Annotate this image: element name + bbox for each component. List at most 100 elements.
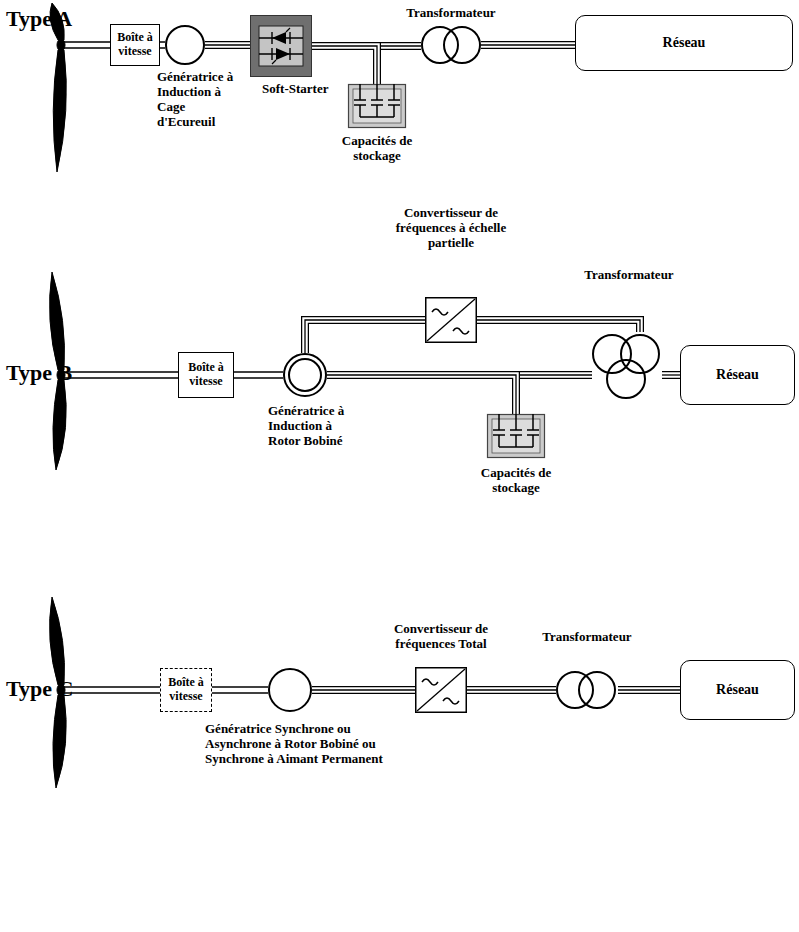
- line-gap: [618, 687, 680, 693]
- line-outer: [234, 371, 283, 379]
- blade: [53, 380, 66, 470]
- line-gap: [160, 43, 165, 48]
- three-phase-line: [327, 375, 516, 414]
- capacitor-bank-outline: [348, 84, 406, 128]
- blade: [53, 50, 66, 172]
- shaft-connector: [160, 45, 165, 46]
- line-center: [312, 689, 415, 690]
- generator-circle: Génératrice Synchrone ou Asynchrone à Ro…: [268, 668, 312, 712]
- line-gap: [212, 688, 268, 693]
- line-outer: [305, 320, 425, 353]
- node-caption: Transformateur: [396, 6, 506, 21]
- line-outer: [477, 320, 640, 332]
- blade: [50, 597, 65, 685]
- three-phase-line: [618, 690, 680, 691]
- three-phase-line: [312, 690, 415, 691]
- generator-circle-outline: [283, 353, 327, 397]
- soft-starter-outline: [250, 15, 312, 77]
- line-center: [205, 44, 250, 45]
- three-phase-line: [305, 320, 425, 353]
- three-phase-line: [467, 690, 556, 691]
- line-center: [662, 374, 680, 375]
- line-outer: [481, 41, 575, 49]
- node-text: Réseau: [579, 35, 789, 51]
- line-outer: [327, 375, 516, 414]
- converter-box-outline: [415, 667, 467, 713]
- transformer-symbol: Transformateur: [421, 26, 481, 64]
- three-phase-line: [477, 320, 640, 332]
- transformer-symbol: Transformateur: [592, 332, 662, 402]
- grid-box: Réseau: [575, 15, 793, 71]
- line-gap: [477, 320, 640, 332]
- line-gap: [481, 42, 575, 48]
- line-center: [477, 320, 640, 332]
- shaft: [64, 42, 110, 48]
- line-outer: [205, 41, 250, 49]
- soft-starter: Soft-Starter: [250, 15, 312, 77]
- converter-box: Convertisseur de fréquences Total: [415, 667, 467, 713]
- grid-box: Réseau: [680, 345, 795, 405]
- node-caption: Transformateur: [574, 268, 684, 283]
- node-text: Boîte à vitesse: [114, 31, 156, 59]
- line-gap: [662, 372, 680, 378]
- generator-circle: Génératrice à Induction à Rotor Bobiné: [283, 353, 327, 397]
- generator-circle: Génératrice à Induction à Cage d'Ecureui…: [165, 25, 205, 65]
- type-label: Type B: [6, 360, 72, 386]
- line-center: [327, 375, 516, 414]
- node-caption: Convertisseur de fréquences Total: [376, 622, 506, 652]
- line-gap: [234, 373, 283, 378]
- line-outer: [312, 686, 415, 694]
- line-center: [481, 44, 575, 45]
- blade: [53, 695, 66, 788]
- gearbox-box: Boîte à vitesse: [160, 668, 212, 712]
- node-text: Boîte à vitesse: [182, 361, 230, 389]
- node-text: Réseau: [684, 682, 791, 698]
- converter-box: Convertisseur de fréquences à échelle pa…: [425, 297, 477, 343]
- node-caption: Génératrice à Induction à Rotor Bobiné: [268, 404, 348, 449]
- converter-box-outline: [425, 297, 477, 343]
- shaft: [64, 687, 160, 693]
- transformer-symbol: Transformateur: [556, 671, 618, 709]
- node-text: Réseau: [684, 367, 791, 383]
- shaft-connector: [212, 690, 268, 691]
- line-gap: [205, 42, 250, 48]
- node-caption: Génératrice Synchrone ou Asynchrone à Ro…: [205, 722, 405, 767]
- line-gap: [305, 320, 425, 353]
- three-phase-line: [662, 375, 680, 376]
- line-outer: [160, 41, 165, 49]
- transformer-symbol-outline: [556, 671, 618, 709]
- gearbox-box: Boîte à vitesse: [178, 352, 234, 398]
- line-gap: [467, 687, 556, 693]
- line-outer: [467, 686, 556, 694]
- three-phase-line: [312, 46, 377, 84]
- line-center: [467, 689, 556, 690]
- line-center: [312, 46, 377, 84]
- capacitor-bank-outline: [487, 414, 545, 458]
- generator-circle-outline: [165, 25, 205, 65]
- node-caption: Capacités de stockage: [461, 466, 571, 496]
- blade: [50, 272, 65, 370]
- line-outer: [312, 46, 377, 84]
- line-outer: [618, 686, 680, 694]
- node-caption: Convertisseur de fréquences à échelle pa…: [378, 206, 524, 251]
- hub: [57, 39, 65, 51]
- grid-box: Réseau: [680, 660, 795, 720]
- transformer-symbol-outline: [421, 26, 481, 64]
- transformer-symbol-outline: [592, 332, 662, 402]
- line-gap: [312, 687, 415, 693]
- shaft-connector: [234, 375, 283, 376]
- type-label: Type C: [6, 676, 73, 702]
- node-caption: Génératrice à Induction à Cage d'Ecureui…: [157, 70, 239, 130]
- gearbox-box: Boîte à vitesse: [110, 24, 160, 66]
- shaft: [64, 372, 178, 378]
- node-caption: Transformateur: [532, 630, 642, 645]
- line-gap: [327, 375, 516, 414]
- line-outer: [662, 371, 680, 379]
- three-phase-line: [481, 45, 575, 46]
- capacitor-bank: Capacités de stockage: [348, 84, 406, 128]
- line-center: [618, 689, 680, 690]
- type-label: Type A: [6, 6, 72, 32]
- line-outer: [212, 686, 268, 694]
- capacitor-bank: Capacités de stockage: [487, 414, 545, 458]
- node-caption: Capacités de stockage: [322, 134, 432, 164]
